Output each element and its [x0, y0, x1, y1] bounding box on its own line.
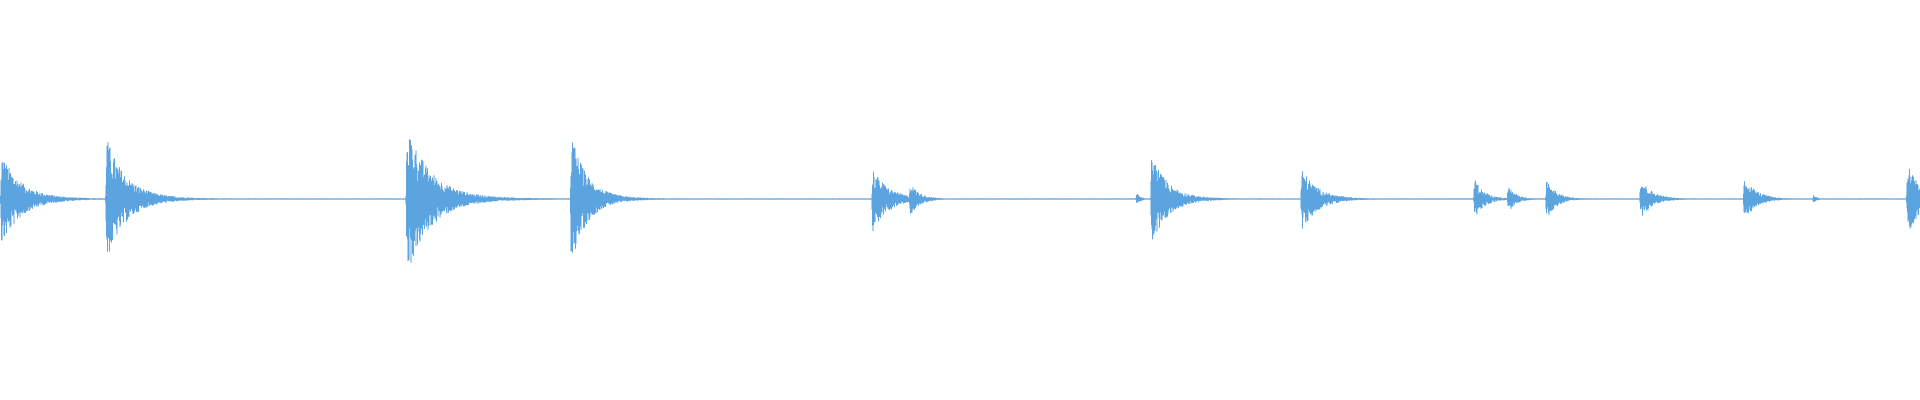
waveform-signal [0, 139, 1920, 263]
